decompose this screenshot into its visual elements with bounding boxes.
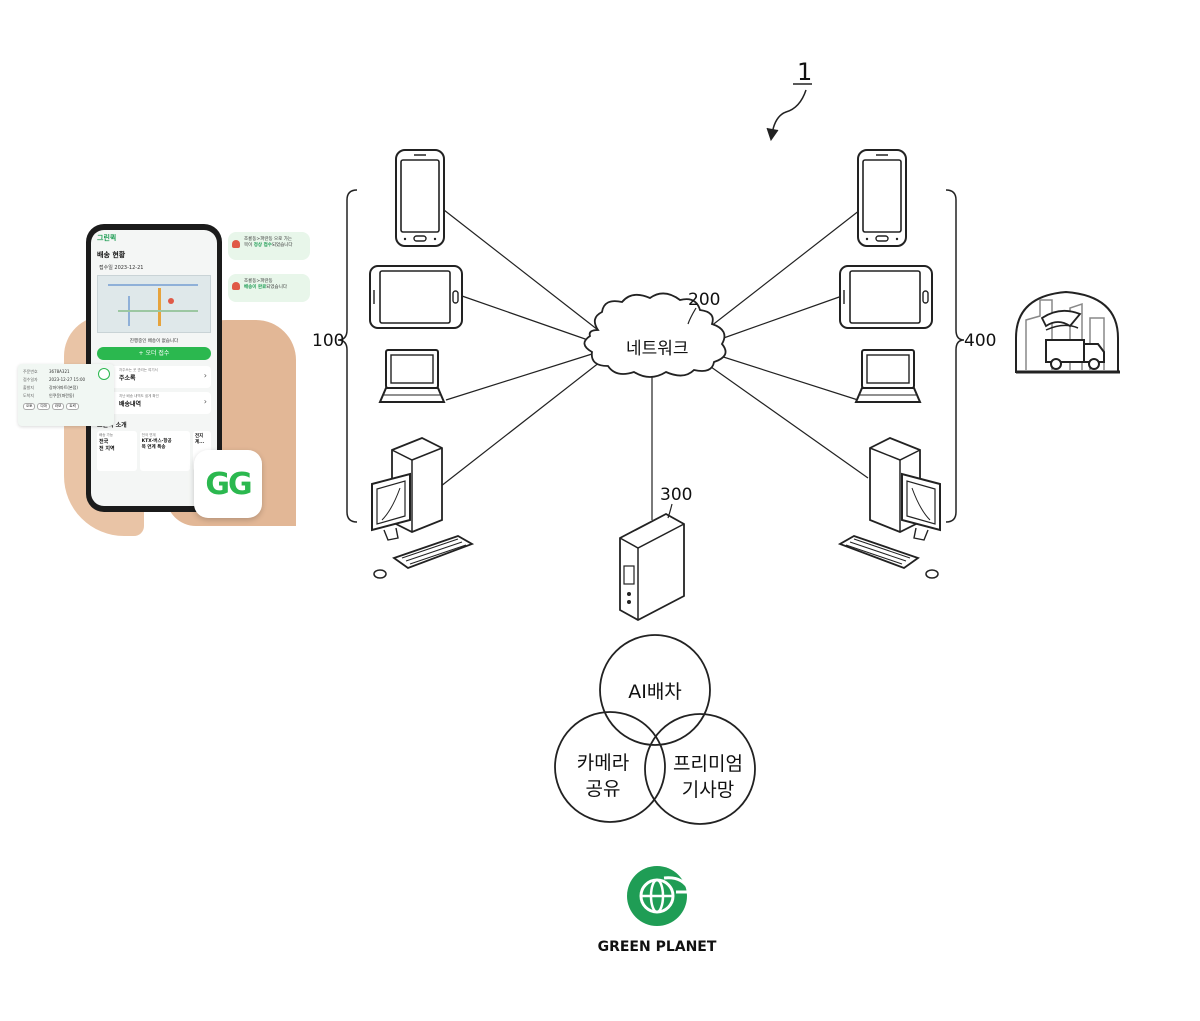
venn-right-label-2: 기사망	[682, 779, 734, 801]
check-circle-icon	[98, 368, 110, 380]
user-smartphone-icon	[396, 150, 444, 246]
delivery-truck-illustration	[1016, 292, 1120, 372]
bell-icon	[232, 282, 240, 290]
receipt-value: 인쿠운(파란동)	[49, 392, 74, 400]
ref-network: 200	[688, 290, 720, 310]
app-logo: 그린퀵	[97, 233, 116, 243]
notification-2-line2: 배송이 완료되었습니다	[244, 284, 306, 290]
driver-laptop-icon	[856, 350, 920, 402]
receipt-row: 출발지 강마아파트(본점)	[23, 384, 109, 392]
receipt-value: 3678A321	[49, 368, 70, 376]
left-bracket	[338, 190, 357, 522]
venn-top-label: AI배차	[628, 681, 682, 703]
receipt-key: 주문번호	[23, 368, 45, 376]
app-icon: GG	[194, 450, 262, 518]
intro-card-3-title-2: 계...	[195, 439, 209, 445]
ref-user-terminals: 100	[312, 331, 344, 351]
receipt-row: 도착지 인쿠운(파란동)	[23, 392, 109, 400]
app-icon-glyph: GG	[205, 467, 250, 502]
bell-icon	[232, 240, 240, 248]
ref-arrow	[772, 90, 806, 134]
notification-1-highlight: 정상 접수	[254, 243, 272, 248]
order-button[interactable]: + 오더 접수	[97, 347, 211, 360]
menu-history[interactable]: 지난 배송 내역도 쉽게 확인 배송내역 ›	[97, 392, 211, 414]
intro-card-1-title-2: 전 지역	[99, 445, 135, 452]
receipt-rows: 주문번호 3678A321 접수일자 2023-12-27 15:00 출발지 강마아파트…	[23, 368, 109, 400]
venn-left-label-1: 카메라	[577, 752, 629, 774]
menu-history-title: 배송내역	[101, 399, 207, 408]
app-map	[97, 275, 211, 333]
user-tablet-icon	[370, 266, 462, 328]
notification-1: 조룡동>파란동 으로 가는 목이 정상 접수되었습니다	[228, 232, 310, 260]
intro-card-1-title-1: 전국	[99, 438, 135, 445]
network-label: 네트워크	[626, 339, 689, 359]
ref-server: 300	[660, 485, 692, 505]
receipt-value: 강마아파트(본점)	[49, 384, 78, 392]
green-planet-logo-icon	[627, 866, 690, 926]
intro-card-2[interactable]: 전국 연계 KTX·버스·항공 목 연계 특송	[140, 431, 190, 471]
driver-tablet-icon	[840, 266, 932, 328]
receipt-tag: 오토	[23, 403, 35, 410]
receipt-value: 2023-12-27 15:00	[49, 376, 85, 384]
right-bracket	[946, 190, 964, 522]
receipt-tags: 오토다마라보트럭	[23, 403, 109, 410]
ref-arrowhead	[767, 128, 778, 140]
map-pin-icon	[168, 298, 174, 304]
receipt-tag: 라보	[52, 403, 64, 410]
receipt-row: 주문번호 3678A321	[23, 368, 109, 376]
receipt-key: 접수일자	[23, 376, 45, 384]
receipt-row: 접수일자 2023-12-27 15:00	[23, 376, 109, 384]
ref-driver-terminals: 400	[964, 331, 996, 351]
notification-1-line2-pre: 목이	[244, 243, 254, 248]
user-laptop-icon	[380, 350, 444, 402]
app-date-line: 접수일 2023-12-21	[91, 262, 217, 273]
user-desktop-icon	[372, 438, 472, 578]
brand-name: GREEN PLANET	[598, 939, 717, 955]
app-photo: 그린퀵 배송 현황 접수일 2023-12-21 진행중인 배송이 없습니다 +…	[16, 220, 316, 526]
app-header: 그린퀵	[91, 230, 217, 246]
menu-addressbook[interactable]: 자주쓰는 곳 관리는 여기서 주소록 ›	[97, 366, 211, 388]
notification-2: 조룡동>파란동 배송이 완료되었습니다	[228, 274, 310, 302]
server-icon	[620, 514, 684, 620]
notification-2-line2-post: 되었습니다	[266, 285, 287, 290]
chevron-right-icon: ›	[204, 371, 207, 380]
notification-1-line2: 목이 정상 접수되었습니다	[244, 242, 306, 248]
receipt-key: 도착지	[23, 392, 45, 400]
chevron-right-icon: ›	[204, 397, 207, 406]
app-section-title: 배송 현황	[91, 246, 217, 262]
ref-system-label: 1	[797, 58, 812, 86]
notification-2-highlight: 배송이 완료	[244, 285, 266, 290]
menu-addressbook-title: 주소록	[101, 373, 207, 382]
notification-1-line2-post: 되었습니다	[272, 243, 293, 248]
intro-card-1[interactable]: 배송 가능 전국 전 지역	[97, 431, 137, 471]
app-status-text: 진행중인 배송이 없습니다	[91, 335, 217, 347]
receipt-card: 주문번호 3678A321 접수일자 2023-12-27 15:00 출발지 강마아파트…	[18, 364, 114, 426]
venn-left-label-2: 공유	[586, 778, 621, 800]
driver-smartphone-icon	[858, 150, 906, 246]
venn-right-label-1: 프리미엄	[673, 753, 743, 775]
receipt-key: 출발지	[23, 384, 45, 392]
receipt-tag: 다마	[37, 403, 49, 410]
intro-card-2-title-2: 목 연계 특송	[142, 444, 188, 450]
driver-desktop-icon	[840, 438, 940, 578]
receipt-tag: 트럭	[66, 403, 78, 410]
